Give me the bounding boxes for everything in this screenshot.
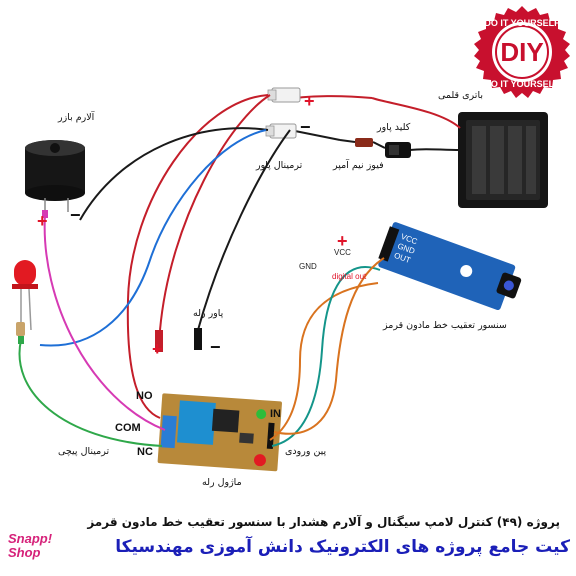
terminal-plus-sign: + [304,91,315,111]
wire-black-relay-power [197,129,291,331]
wire-orange-sensor-out [273,257,385,435]
buzzer-plus-sign: + [37,211,48,231]
twisted-wire-black [289,129,341,141]
power-terminal-label: ترمینال پاور [256,160,303,171]
snappshop-logo-line1: Snapp! [8,531,53,546]
diy-badge-top-text: DO IT YOURSELF [484,18,560,28]
relay-power-label: پاور رله [193,308,224,319]
diy-badge-main-text: DIY [500,37,544,67]
relay-nc-label: NC [137,446,153,458]
wire-orange-sensor-gnd [269,282,379,441]
relay-power-plus-sign: + [152,339,163,359]
relay-no-label: NO [136,390,153,402]
buzzer-minus-sign: − [70,205,81,225]
battery-wire-red [371,97,461,129]
sensor-label: سنسور تعقیب خط مادون قرمز [383,320,507,331]
wire-black-terminal-to-buzzer [79,127,269,221]
relay-module-label: ماژول رله [202,477,242,488]
battery-label: باتری قلمی [438,90,483,101]
diy-badge-seal-icon [474,6,570,98]
snappshop-logo: Snapp! Shop [8,532,52,560]
project-title: پروژه (۴۹) کنترل لامپ سیگنال و آلارم هشد… [87,515,560,529]
digital-out-label: digital out [332,272,367,281]
snappshop-logo-line2: Shop [8,545,41,560]
relay-power-minus-sign: − [210,337,221,357]
relay-com-label: COM [115,422,141,434]
power-terminal-top [267,87,301,103]
power-key-label: کلید پاور [377,122,411,133]
relay-module [157,393,282,472]
wire-red-terminal-to-relay [126,94,269,419]
relay-in-label: IN [270,408,281,420]
led-pin [18,336,24,344]
fuse-label: فیوز نیم آمپر [333,160,384,171]
vcc-label: VCC [334,248,351,257]
wire-magenta-buzzer-to-relay [43,214,166,431]
gnd-label: GND [299,262,317,271]
diy-badge-bottom-text: DO IT YOURSELF [484,79,560,89]
buzzer-pin-pos [42,210,48,218]
screw-terminal-label: ترمینال پیچی [58,446,110,457]
buzzer [25,140,85,215]
wire-green-led-to-relay [18,339,163,447]
wire-blue-terminal-to-led [39,129,267,347]
red-led [12,260,38,340]
battery-holder [458,112,548,208]
kit-title: کیت جامع پروژه های الکترونیک دانش آموزی … [115,537,570,557]
terminal-minus-sign: − [300,117,311,137]
wire-red-terminal-to-relay-power [159,94,271,331]
battery-wire-black [409,148,461,151]
diy-badge: DO IT YOURSELF DIY DO IT YOURSELF [472,4,572,104]
input-pin-label: پین ورودی [285,446,327,457]
power-key [385,142,411,158]
sensor-plus-sign: + [337,231,348,251]
ir-sensor-board: VCC GND OUT [378,222,522,311]
jumper-red [155,330,163,352]
fuse [339,138,386,149]
buzzer-label: آلارم بازر [58,112,95,123]
power-terminal-bottom [265,123,297,139]
jumper-black [194,328,202,350]
